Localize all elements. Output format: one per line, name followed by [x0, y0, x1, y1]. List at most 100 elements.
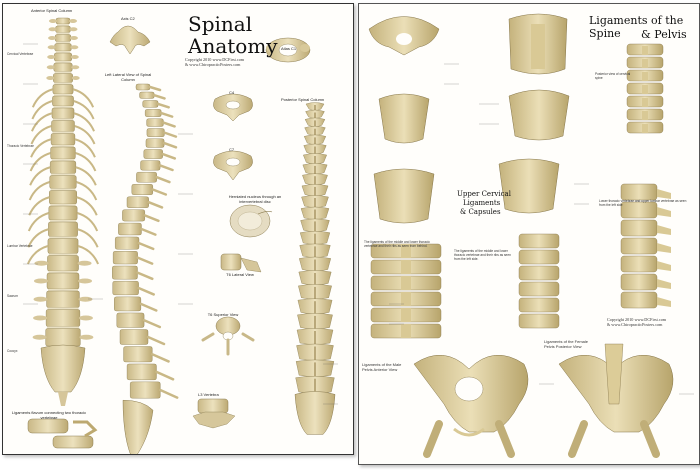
t6-superior-illustration [201, 316, 255, 356]
vertebral-body [142, 100, 159, 108]
spinous-process [139, 302, 158, 312]
vertebral-body [49, 175, 77, 189]
lumbar-vertebra [620, 273, 658, 291]
spinal-anatomy-illustration [23, 17, 338, 454]
occipital-cervical-view-1 [368, 16, 440, 56]
vertebral-body [48, 221, 78, 237]
vertebral-body [50, 133, 76, 146]
intervertebral-disc [52, 118, 74, 121]
transverse-process [48, 27, 57, 32]
nuchal-ligament [642, 72, 648, 81]
spinous-process [148, 85, 162, 92]
nuchal-ligament [642, 85, 648, 94]
transverse-process [48, 36, 57, 40]
copyright-line2: & www.ChiropracticPosters.com [607, 322, 663, 327]
rib-head [28, 196, 50, 216]
rib-head [73, 100, 95, 120]
copyright-line2: & www.ChiropracticPosters.com [185, 62, 241, 67]
spinous-process [161, 152, 177, 160]
rib-head [77, 228, 99, 248]
atlas-axis-view-3 [373, 168, 435, 224]
spinous-process [140, 227, 157, 236]
vertebral-body [135, 83, 151, 91]
lumbar-lateral-view [620, 183, 671, 309]
transverse-process [47, 45, 56, 50]
supraspinous-ligament [401, 276, 411, 290]
supraspinous-ligament [401, 324, 411, 338]
spinous-process [137, 286, 155, 296]
rib-head [30, 125, 52, 145]
vertebral-body [55, 17, 71, 25]
vertebral-body [131, 184, 153, 195]
transverse-process [69, 36, 78, 40]
vertebral-body [55, 25, 71, 33]
rib-head [76, 196, 98, 216]
thoracic-segment [518, 249, 560, 265]
rib-head [74, 138, 96, 158]
spinous-process [163, 131, 178, 138]
nuchal-ligament [642, 98, 648, 107]
intervertebral-disc [53, 94, 73, 96]
region-label: Coccyx [7, 349, 18, 353]
rib-head [76, 212, 99, 232]
thoracic-segment [518, 265, 560, 281]
t6-lateral-illustration [220, 253, 262, 273]
transverse-process [32, 334, 47, 340]
ligaments-illustration [368, 13, 694, 458]
rib-head [28, 181, 50, 201]
intervertebral-disc [54, 71, 72, 74]
thoracic-segment [518, 313, 560, 329]
thoracic-segment [518, 281, 560, 297]
transverse-process [49, 19, 57, 23]
intervertebral-disc [53, 106, 73, 108]
intervertebral-disc [51, 159, 75, 161]
rib-head [77, 245, 100, 265]
leader-lines [23, 43, 338, 405]
transverse-process [77, 260, 92, 266]
atlas-vertebra-illustration [265, 37, 311, 63]
ligaments-flavum-label: Ligaments flavum connecting two thoracic… [11, 410, 87, 420]
lumbar-vertebra [620, 183, 658, 201]
spinous-process [657, 279, 671, 289]
vertebral-body [140, 160, 161, 171]
vertebral-body [52, 84, 74, 95]
male-pelvis-label: Ligaments of the Male Pelvis Anterior Vi… [362, 362, 402, 372]
spinous-process [147, 200, 164, 209]
region-label: Cervical Vertebrae [7, 52, 34, 56]
transverse-process [70, 45, 79, 50]
poster-title-line2: & Pelvis [641, 28, 687, 41]
rib-head [30, 138, 52, 158]
intervertebral-disc [51, 173, 75, 176]
rib-head [31, 100, 53, 120]
atlas-axis-view-1 [378, 93, 430, 144]
transverse-process [78, 278, 92, 284]
rib-head [72, 88, 95, 108]
atlas-axis-view-2 [508, 89, 570, 141]
lumbar-lateral-label: Lower thoracic vertebrae and upper lumba… [599, 199, 687, 207]
lumbar-vertebra [620, 237, 658, 255]
vertebral-body [50, 146, 76, 160]
spinous-process [657, 243, 671, 253]
spinal-anatomy-poster: Spinal Anatomy Copyright 2010 www.DCFirs… [2, 3, 354, 455]
thoracic-segment [518, 233, 560, 249]
c4-label: C4 [229, 90, 235, 95]
female-pelvis-label: Ligaments of the Female Pelvis Posterior… [544, 339, 589, 349]
atlas-axis-view-4 [498, 158, 560, 214]
transverse-process [46, 65, 55, 70]
sacrum [294, 391, 336, 435]
spinous-process [137, 241, 155, 251]
vertebral-body [112, 281, 139, 296]
spinous-process [152, 93, 166, 100]
vertebral-body [45, 328, 81, 347]
nuchal-ligament [642, 111, 648, 120]
vertebral-body [54, 52, 73, 62]
vertebral-body [143, 149, 163, 159]
spinous-process [151, 352, 170, 363]
vertebral-body [122, 209, 145, 222]
rib-head [29, 152, 51, 172]
ligaments-spine-pelvis-poster: Ligaments of the Spine & Pelvis Upper Ce… [358, 3, 700, 465]
transverse-process [71, 65, 80, 70]
axis-vertebra-illustration [109, 25, 151, 55]
rib-head [74, 125, 96, 145]
vertebral-body [129, 381, 161, 399]
